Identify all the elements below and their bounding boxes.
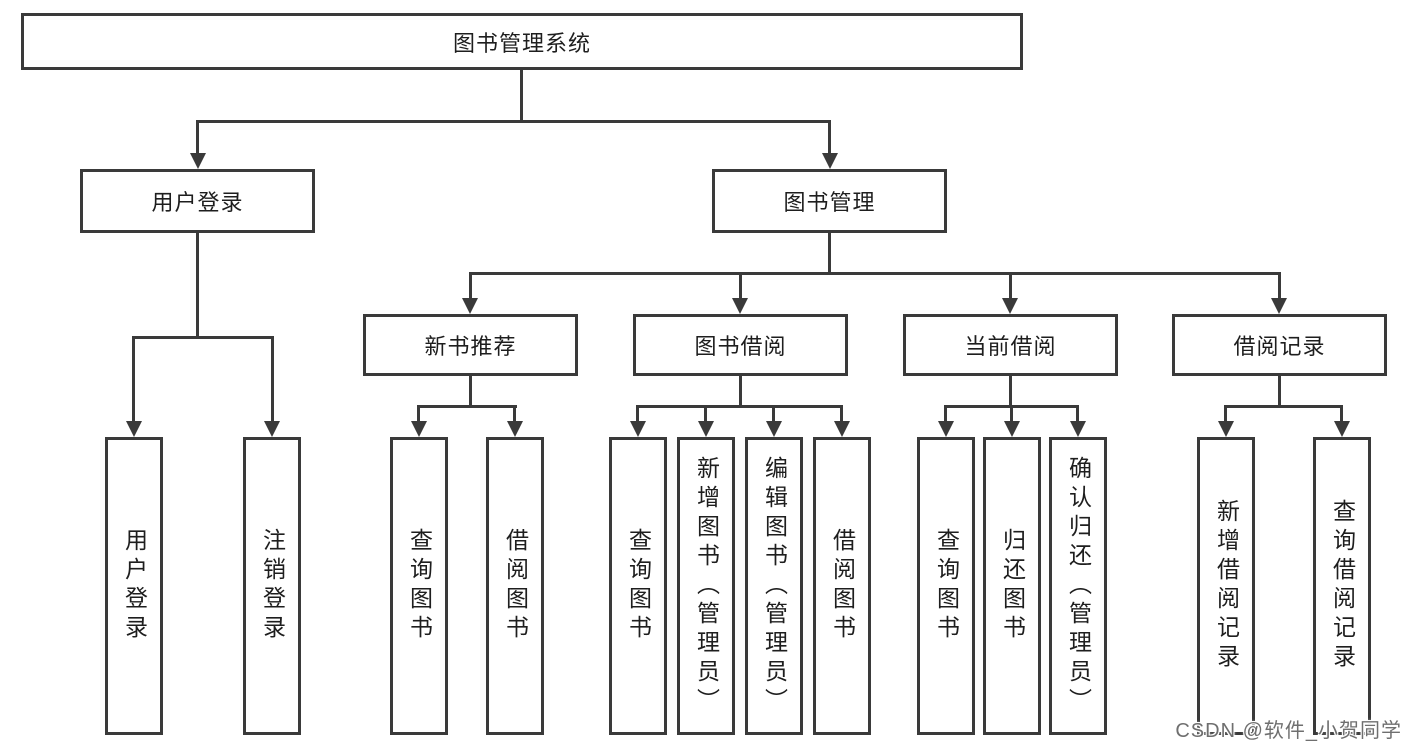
connector-records-drop bbox=[1278, 376, 1281, 405]
leaf-cb-return-books: 归还图书 bbox=[983, 437, 1041, 735]
arrowhead-book-management bbox=[822, 153, 838, 169]
watermark: CSDN @软件_小贺同学 bbox=[1175, 720, 1402, 742]
connector-userlogin-rail bbox=[132, 336, 274, 339]
node-new-book-recommendation: 新书推荐 bbox=[363, 314, 578, 376]
arrowhead-cb-return bbox=[1004, 421, 1020, 437]
leaf-bb-edit-books-admin: 编辑图书（管理员） bbox=[745, 437, 803, 735]
connector-bookmgmt-drop bbox=[828, 233, 831, 272]
connector-stem-nb-query bbox=[417, 405, 420, 422]
connector-level2-rail bbox=[469, 272, 1281, 275]
node-user-login: 用户登录 bbox=[80, 169, 315, 233]
leaf-cb-confirm-return-admin: 确认归还（管理员） bbox=[1049, 437, 1107, 735]
arrowhead-bb-edit bbox=[766, 421, 782, 437]
connector-level1-rail bbox=[196, 120, 831, 123]
leaf-bb-add-books-admin: 新增图书（管理员） bbox=[677, 437, 735, 735]
connector-stem-bb-query bbox=[636, 405, 639, 422]
connector-stem-user-login bbox=[196, 120, 199, 154]
arrowhead-bb-query bbox=[630, 421, 646, 437]
connector-stem-cb-query bbox=[944, 405, 947, 422]
connector-userlogin-drop bbox=[196, 233, 199, 336]
node-book-borrowing: 图书借阅 bbox=[633, 314, 848, 376]
connector-stem-leaf-logout bbox=[271, 336, 274, 422]
connector-stem-br-add bbox=[1224, 405, 1227, 422]
leaf-bb-borrow-books: 借阅图书 bbox=[813, 437, 871, 735]
arrowhead-cb-confirm bbox=[1070, 421, 1086, 437]
arrowhead-br-query bbox=[1334, 421, 1350, 437]
leaf-nb-borrow-books: 借阅图书 bbox=[486, 437, 544, 735]
connector-stem-leaf-user-login bbox=[132, 336, 135, 422]
leaf-nb-query-books: 查询图书 bbox=[390, 437, 448, 735]
connector-stem-nb-borrow bbox=[513, 405, 516, 422]
arrowhead-user-login bbox=[190, 153, 206, 169]
node-borrowing-records: 借阅记录 bbox=[1172, 314, 1387, 376]
connector-stem-book-borrowing bbox=[739, 272, 742, 299]
connector-records-rail bbox=[1224, 405, 1343, 408]
arrowhead-cb-query bbox=[938, 421, 954, 437]
connector-newbook-rail bbox=[417, 405, 517, 408]
arrowhead-bb-add bbox=[698, 421, 714, 437]
arrowhead-leaf-logout bbox=[264, 421, 280, 437]
connector-stem-borrowing-records bbox=[1278, 272, 1281, 299]
arrowhead-new-book bbox=[462, 298, 478, 314]
node-current-borrowing: 当前借阅 bbox=[903, 314, 1118, 376]
arrowhead-borrowing-records bbox=[1271, 298, 1287, 314]
connector-stem-current-borrowing bbox=[1009, 272, 1012, 299]
connector-stem-bb-borrow bbox=[840, 405, 843, 422]
leaf-user-login: 用户登录 bbox=[105, 437, 163, 735]
leaf-logout: 注销登录 bbox=[243, 437, 301, 735]
connector-current-drop bbox=[1009, 376, 1012, 405]
arrowhead-bb-borrow bbox=[834, 421, 850, 437]
arrowhead-book-borrowing bbox=[732, 298, 748, 314]
leaf-br-query-record: 查询借阅记录 bbox=[1313, 437, 1371, 735]
connector-borrowing-rail bbox=[636, 405, 843, 408]
arrowhead-nb-query bbox=[411, 421, 427, 437]
arrowhead-current-borrowing bbox=[1002, 298, 1018, 314]
arrowhead-br-add bbox=[1218, 421, 1234, 437]
node-library-management-system: 图书管理系统 bbox=[21, 13, 1023, 70]
arrowhead-nb-borrow bbox=[507, 421, 523, 437]
arrowhead-leaf-user-login bbox=[126, 421, 142, 437]
connector-stem-bb-add bbox=[704, 405, 707, 422]
connector-stem-cb-confirm bbox=[1076, 405, 1079, 422]
connector-stem-br-query bbox=[1340, 405, 1343, 422]
connector-root-drop bbox=[520, 70, 523, 120]
connector-newbook-drop bbox=[469, 376, 472, 405]
connector-stem-new-book bbox=[469, 272, 472, 299]
connector-stem-cb-return bbox=[1010, 405, 1013, 422]
node-book-management: 图书管理 bbox=[712, 169, 947, 233]
connector-stem-book-management bbox=[828, 120, 831, 154]
leaf-bb-query-books: 查询图书 bbox=[609, 437, 667, 735]
leaf-br-add-record: 新增借阅记录 bbox=[1197, 437, 1255, 735]
leaf-cb-query-books: 查询图书 bbox=[917, 437, 975, 735]
connector-stem-bb-edit bbox=[772, 405, 775, 422]
connector-borrowing-drop bbox=[739, 376, 742, 405]
